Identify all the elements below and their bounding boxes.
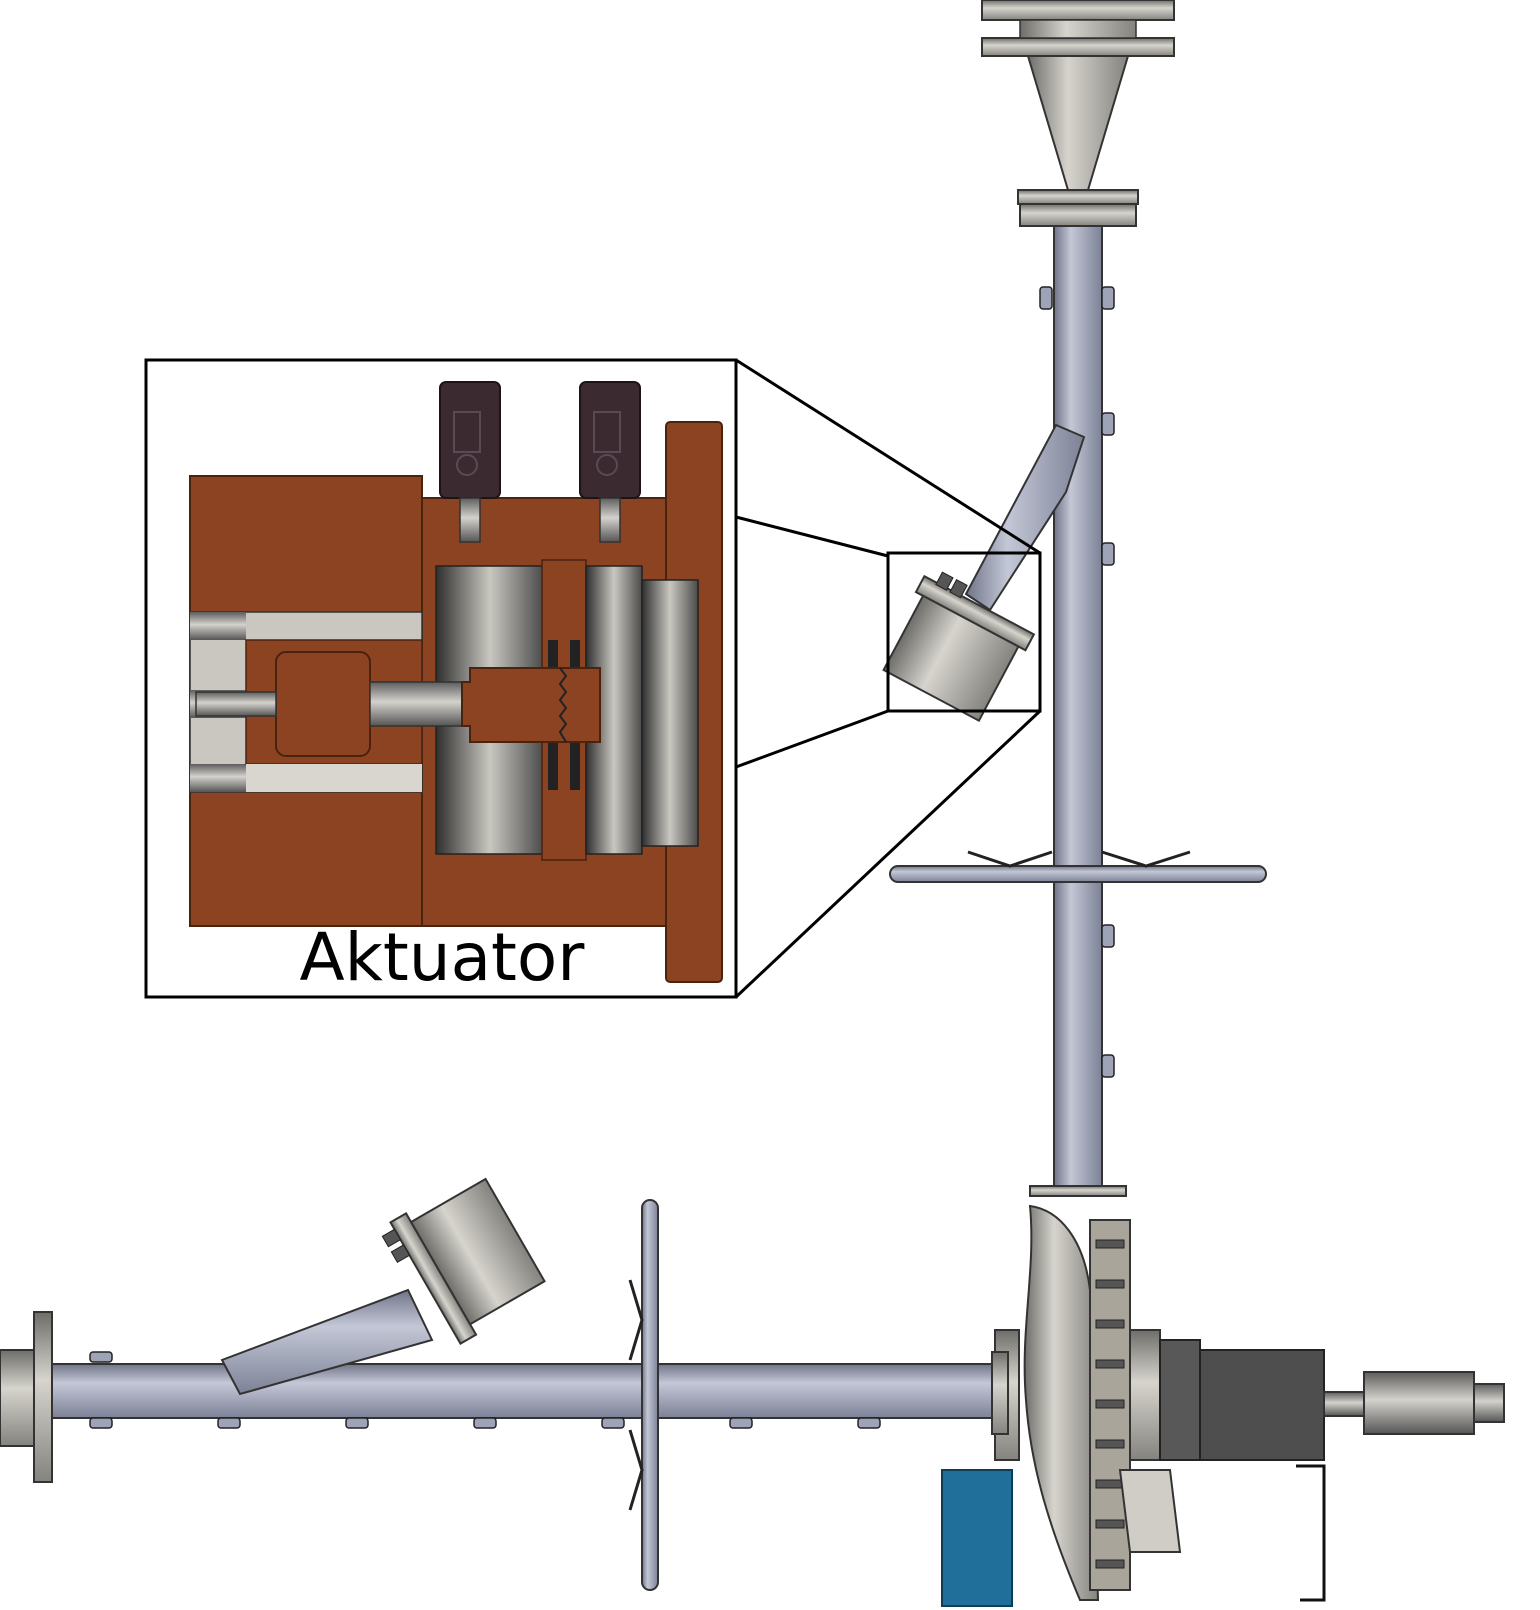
left-flange [33,1311,53,1483]
upper-actuator [882,571,1036,723]
vertical-pipe [1053,225,1103,1187]
actuator-cross-section [189,381,723,983]
bearing-housing [1199,1349,1325,1461]
shaft-coupling [1363,1371,1475,1435]
vertical-support [641,1199,659,1591]
motor-block [941,1469,1013,1607]
sensor-icon [439,381,501,543]
detail-callout [144,358,1042,999]
pump-assembly [941,1204,1505,1607]
horizontal-pipe [51,1363,997,1419]
horizontal-pipe-run [0,1177,1009,1591]
upper-branch-pipe [964,423,1086,612]
conical-reducer [1026,55,1130,191]
lower-actuator [381,1177,546,1345]
source-highlight-box [886,551,1042,713]
sensor-icon-2 [579,381,641,543]
cross-support [889,865,1267,883]
horizontal-pipe-bolts [89,1351,881,1429]
lower-branch-pipe [220,1288,434,1396]
pipe-bolts [1039,286,1115,1078]
top-flange [981,0,1175,21]
top-flange-2 [981,37,1175,57]
pump-volute [1023,1204,1100,1601]
vertical-pipe-column [882,0,1267,1197]
callout-label: Aktuator [299,919,585,996]
